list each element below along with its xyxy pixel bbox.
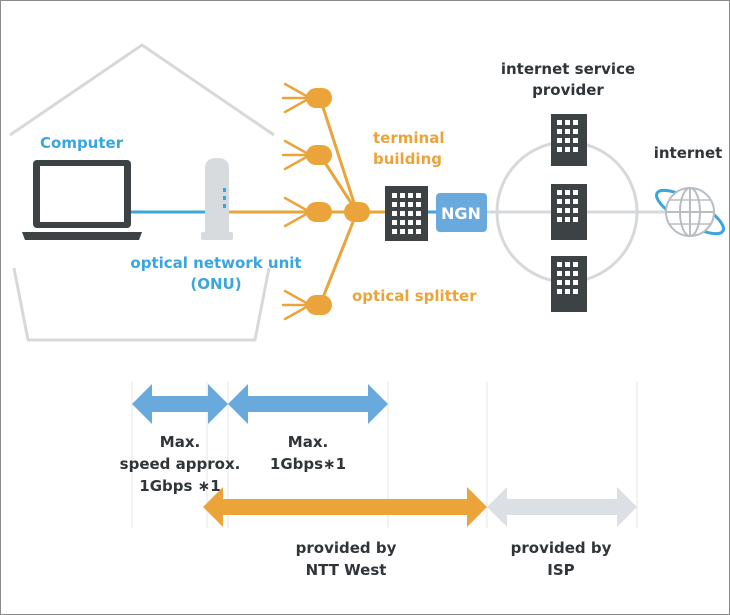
globe-icon [655,187,725,237]
isp-label-line1: internet service [501,60,635,78]
speed-arrow-left [132,384,228,424]
speed-right-line2: 1Gbps∗1 [270,455,346,473]
isp-arrow [487,487,637,527]
computer-label: Computer [40,134,124,152]
fiber-branches [281,82,312,321]
isp-building-icon [551,114,587,312]
speed-left-line3: 1Gbps ∗1 [139,477,220,495]
splitter-label: optical splitter [352,287,477,305]
isp-provided-line2: ISP [547,561,574,579]
internet-label: internet [654,144,723,162]
onu-label-line1: optical network unit [130,254,301,272]
terminal-label-line1: terminal [373,129,444,147]
ntt-label-line1: provided by [296,539,397,557]
onu-icon [201,158,233,240]
ngn-box [436,193,487,232]
terminal-label-line2: building [373,150,442,168]
onu-label-line2: (ONU) [190,275,241,293]
terminal-building-icon [385,186,428,241]
splitter-icon [306,88,370,315]
laptop-icon [22,160,142,240]
isp-provided-line1: provided by [511,539,612,557]
splitter-fan [318,97,359,306]
speed-left-line1: Max. [160,433,200,451]
house-outline [9,43,275,342]
speed-right-line1: Max. [288,433,328,451]
ngn-label: NGN [441,204,481,223]
speed-left-line2: speed approx. [120,455,241,473]
isp-label-line2: provider [532,81,604,99]
ntt-label-line2: NTT West [306,561,387,579]
ntt-arrow [203,487,487,527]
speed-arrow-right [228,384,388,424]
